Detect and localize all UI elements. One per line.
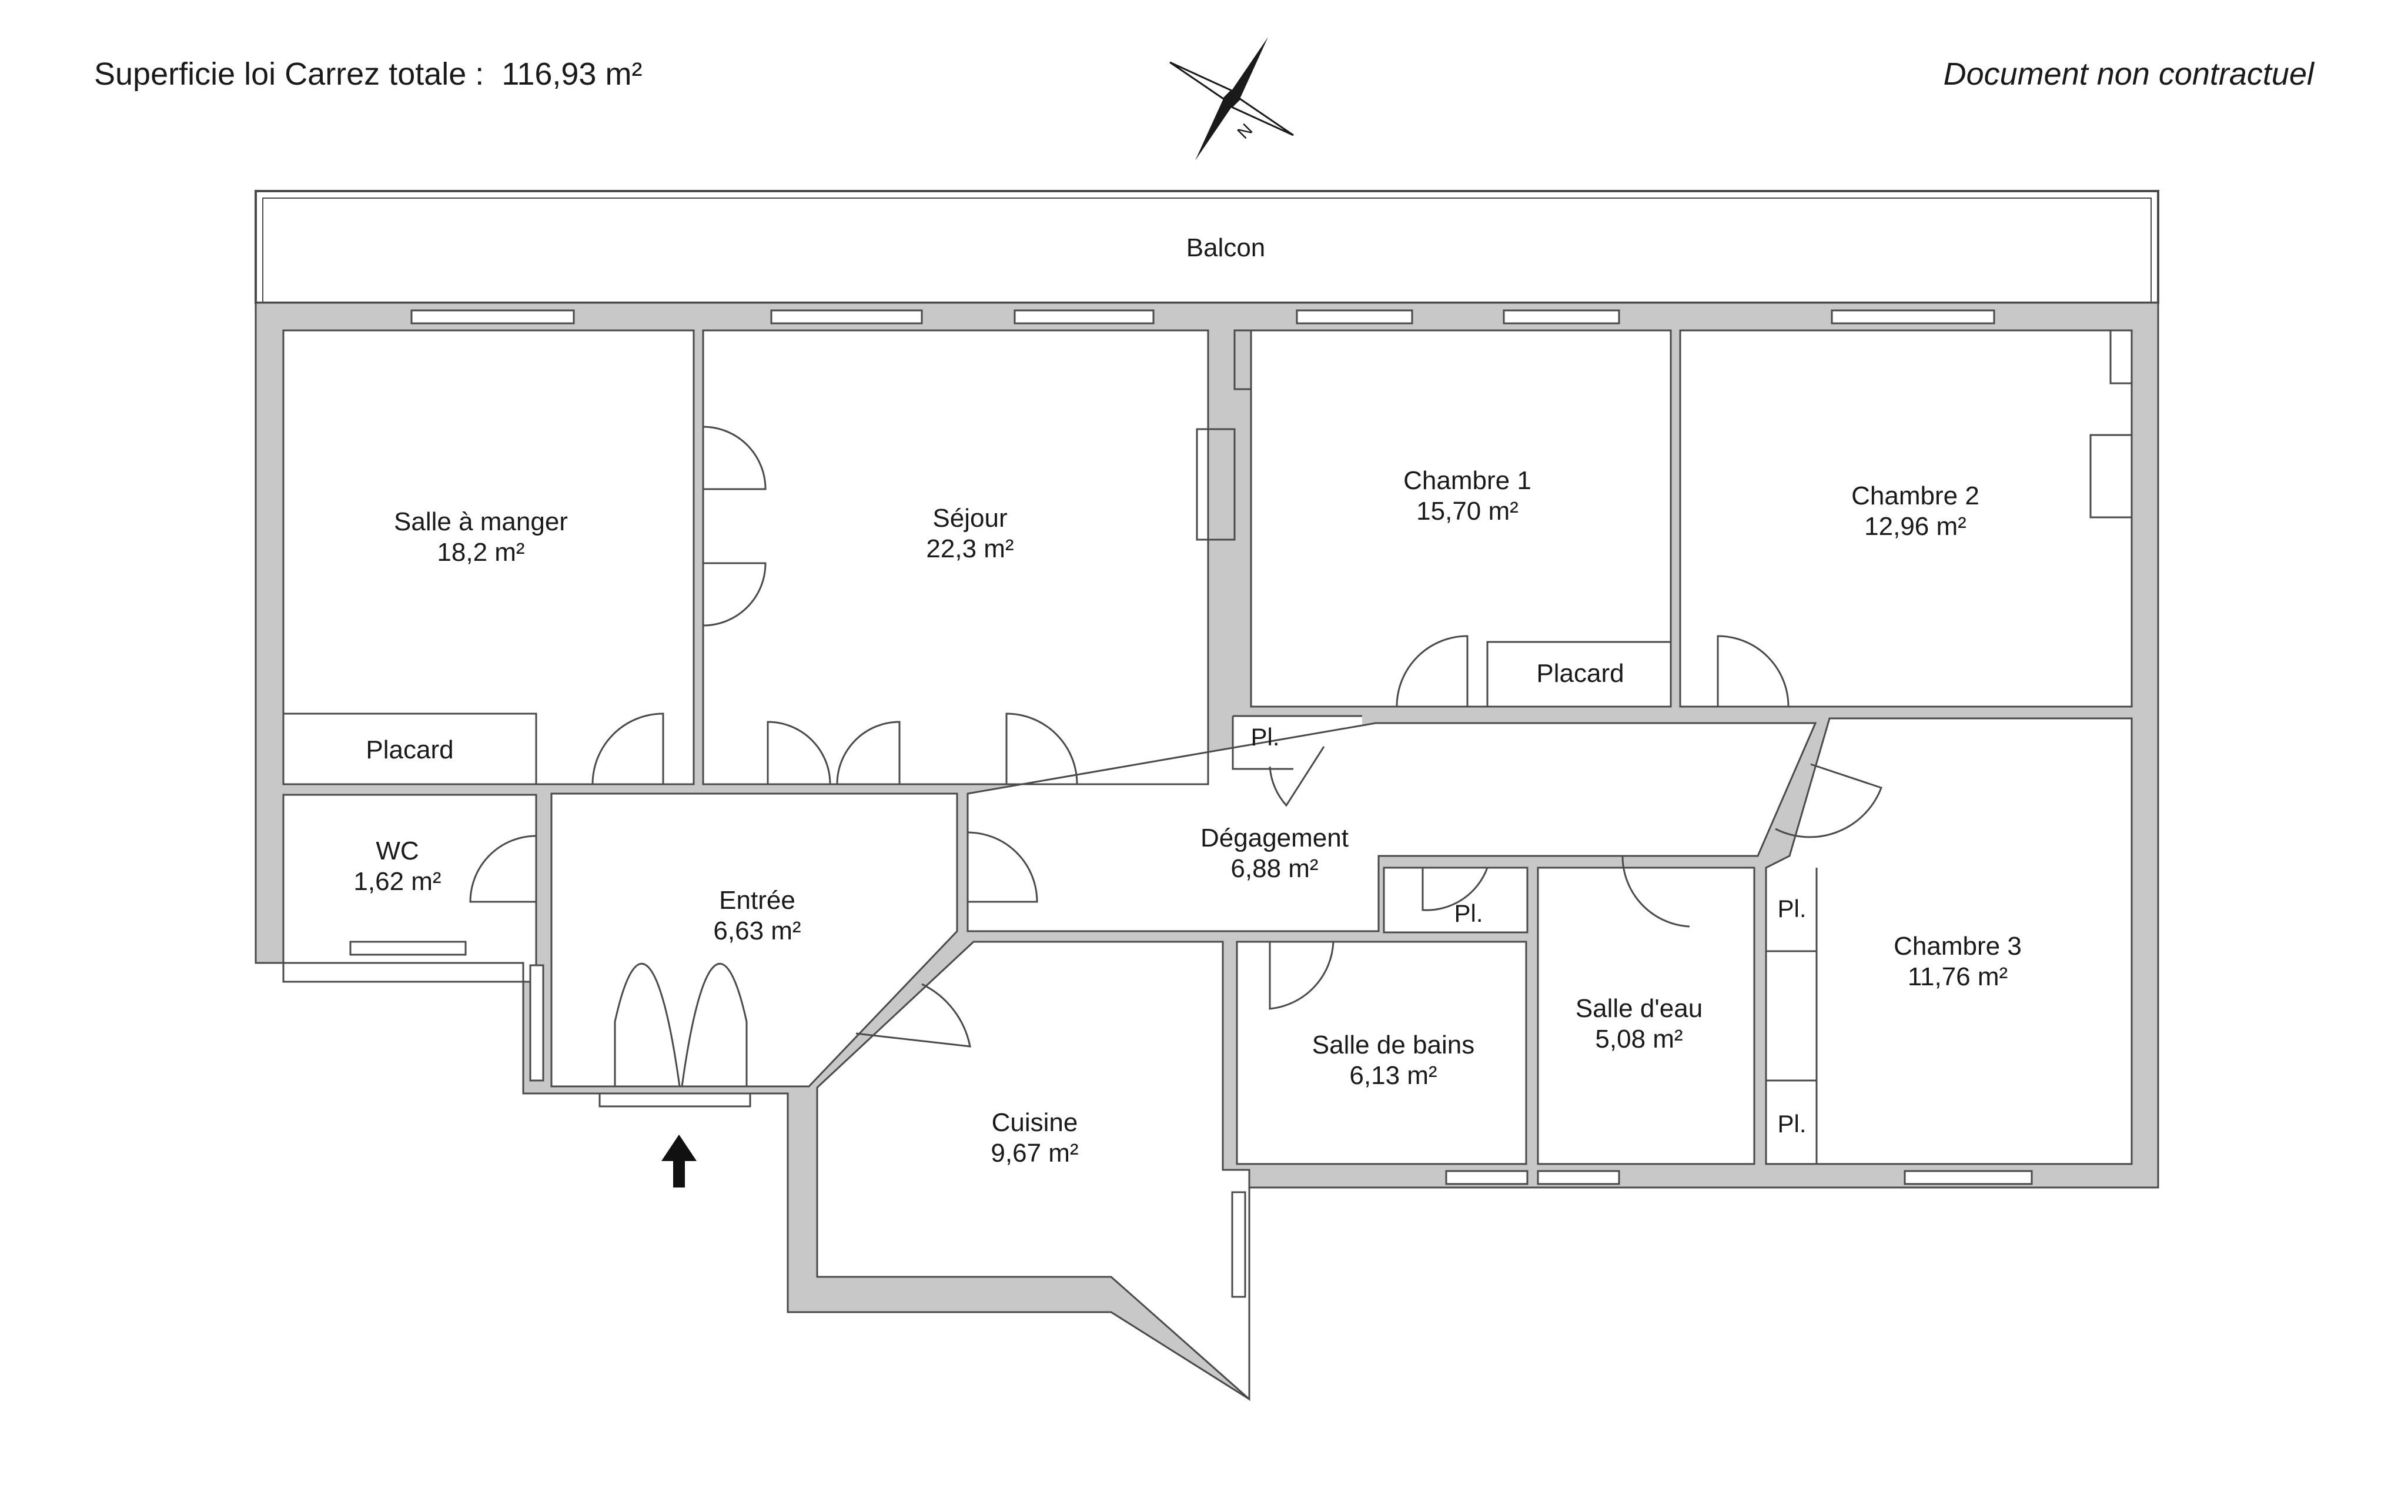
- area-sejour: 22,3 m²: [926, 534, 1014, 563]
- label-pl-hall: Pl.: [1250, 723, 1279, 751]
- disclaimer: Document non contractuel: [1943, 56, 2314, 92]
- wall-lines: [255, 302, 2159, 1401]
- area-salle-a-manger: 18,2 m²: [437, 538, 524, 567]
- total-area-prefix: Superficie loi Carrez totale :: [94, 56, 484, 92]
- label-salle-deau: Salle d'eau: [1576, 994, 1703, 1023]
- area-cuisine: 9,67 m²: [991, 1139, 1078, 1168]
- label-chambre2: Chambre 2: [1851, 481, 1979, 510]
- windows: [349, 309, 2033, 1298]
- compass-north-label: N: [1234, 120, 1257, 143]
- area-salle-de-bains: 6,13 m²: [1349, 1061, 1437, 1090]
- label-pl-deg: Pl.: [1454, 899, 1483, 927]
- label-balcon: Balcon: [1186, 233, 1266, 262]
- label-degagement: Dégagement: [1200, 824, 1349, 852]
- area-entree: 6,63 m²: [713, 916, 801, 945]
- label-pl-ch3-top: Pl.: [1777, 895, 1806, 922]
- balcony: [255, 190, 2159, 304]
- area-chambre2: 12,96 m²: [1864, 512, 1966, 541]
- total-area-label: Superficie loi Carrez totale : 116,93 m²: [94, 56, 642, 92]
- compass-rose-icon: N: [1169, 37, 1294, 160]
- label-placard-ch1: Placard: [1536, 659, 1624, 688]
- area-chambre3: 11,76 m²: [1908, 962, 2008, 991]
- label-sejour: Séjour: [932, 504, 1007, 533]
- label-wc: WC: [376, 837, 419, 865]
- label-cuisine: Cuisine: [992, 1108, 1078, 1137]
- area-degagement: 6,88 m²: [1230, 854, 1318, 883]
- label-salle-de-bains: Salle de bains: [1312, 1031, 1474, 1059]
- area-wc: 1,62 m²: [353, 867, 441, 896]
- label-salle-a-manger: Salle à manger: [394, 507, 568, 536]
- label-entree: Entrée: [719, 886, 795, 915]
- area-salle-deau: 5,08 m²: [1595, 1025, 1683, 1053]
- room-labels: Balcon Salle à manger 18,2 m² Séjour 22,…: [353, 233, 2021, 1168]
- label-placard-sam: Placard: [366, 735, 453, 764]
- doors: [469, 426, 1882, 1087]
- label-chambre1: Chambre 1: [1403, 466, 1531, 495]
- entrance-arrow-icon: [661, 1135, 697, 1187]
- label-pl-ch3-bottom: Pl.: [1777, 1110, 1806, 1138]
- area-chambre1: 15,70 m²: [1416, 497, 1519, 526]
- total-area-value: 116,93 m²: [501, 56, 643, 92]
- label-chambre3: Chambre 3: [1894, 932, 2022, 961]
